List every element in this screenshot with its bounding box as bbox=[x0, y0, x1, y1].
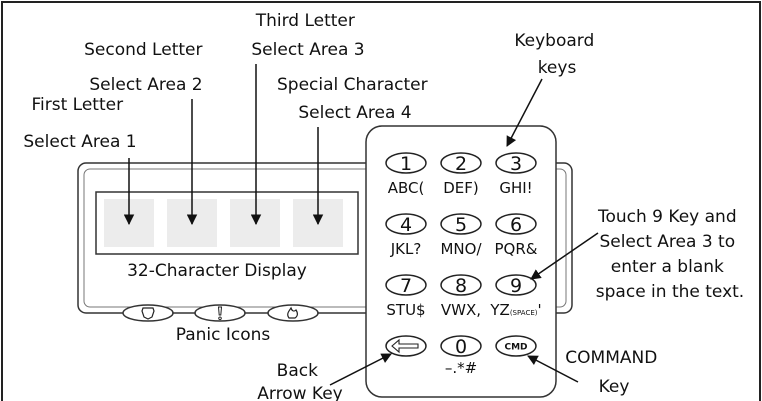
medical-exclamation-icon bbox=[217, 306, 223, 321]
callout-touch-9: Touch 9 Key and Select Area 3 to enter a… bbox=[596, 207, 744, 302]
key-cmd-label: CMD bbox=[504, 343, 527, 353]
key-2[interactable]: 2 bbox=[440, 152, 482, 175]
key-2-label: DEF) bbox=[443, 179, 479, 197]
select-area-3[interactable] bbox=[230, 199, 280, 247]
callout-second-letter-line1: Second Letter bbox=[84, 40, 202, 60]
callout-special-character-line2: Select Area 4 bbox=[298, 103, 411, 123]
key-9-digit: 9 bbox=[510, 275, 522, 297]
callout-command-key: COMMAND Key bbox=[565, 348, 662, 397]
callout-third-letter-line1: Third Letter bbox=[255, 11, 355, 31]
panic-caption: Panic Icons bbox=[176, 325, 271, 345]
key-5-label: MNO/ bbox=[440, 240, 482, 258]
key-4[interactable]: 4 bbox=[385, 213, 427, 236]
key-1-label: ABC( bbox=[388, 179, 425, 197]
display-caption: 32-Character Display bbox=[127, 261, 307, 281]
key-0-digit: 0 bbox=[455, 336, 467, 358]
arrow-keyboard-keys bbox=[506, 78, 543, 147]
police-shield-icon bbox=[141, 307, 155, 320]
key-9-label: YZ(SPACE)' bbox=[489, 301, 541, 319]
callout-third-letter-line2: Select Area 3 bbox=[251, 40, 364, 60]
key-5-digit: 5 bbox=[455, 214, 467, 236]
key-8[interactable]: 8 bbox=[440, 274, 482, 297]
callout-first-letter-line1: First Letter bbox=[32, 95, 124, 115]
back-arrow-icon bbox=[391, 338, 419, 354]
key-0[interactable]: 0 bbox=[440, 335, 482, 358]
arrow-command-key bbox=[527, 355, 579, 383]
key-9[interactable]: 9 bbox=[495, 274, 537, 297]
key-7-digit: 7 bbox=[400, 275, 412, 297]
key-2-digit: 2 bbox=[455, 153, 467, 175]
callout-touch-9-line2: Select Area 3 to bbox=[599, 232, 735, 252]
key-7-label: STU$ bbox=[386, 301, 425, 319]
callout-touch-9-line1: Touch 9 Key and bbox=[597, 207, 737, 227]
key-cmd[interactable]: CMD bbox=[495, 335, 537, 357]
key-3-digit: 3 bbox=[510, 153, 522, 175]
key-5[interactable]: 5 bbox=[440, 213, 482, 236]
key-6[interactable]: 6 bbox=[495, 213, 537, 236]
callout-second-letter-line2: Select Area 2 bbox=[89, 75, 202, 95]
callout-first-letter-line2: Select Area 1 bbox=[23, 132, 136, 152]
key-3[interactable]: 3 bbox=[495, 152, 537, 175]
key-9-label-tail: ' bbox=[537, 301, 541, 319]
panic-button-police[interactable] bbox=[122, 304, 174, 322]
callout-keyboard-keys-line2: keys bbox=[538, 58, 577, 78]
callout-command-key-line2: Key bbox=[599, 377, 630, 397]
arrow-back-arrow bbox=[329, 353, 392, 386]
fire-flame-icon bbox=[287, 306, 298, 319]
callout-first-letter: First Letter Select Area 1 bbox=[23, 95, 136, 152]
key-0-label: –.*# bbox=[445, 359, 477, 377]
callout-keyboard-keys: Keyboard keys bbox=[514, 31, 599, 78]
callout-touch-9-line3: enter a blank bbox=[611, 257, 724, 277]
key-3-label: GHI! bbox=[499, 179, 532, 197]
keypad-housing-inner bbox=[83, 168, 567, 308]
key-9-label-main: YZ bbox=[489, 301, 509, 319]
arrow-touch-9 bbox=[530, 232, 599, 280]
callout-touch-9-line4: space in the text. bbox=[596, 282, 744, 302]
callout-command-key-line1: COMMAND bbox=[565, 348, 657, 368]
callout-keyboard-keys-line1: Keyboard bbox=[514, 31, 594, 51]
callout-third-letter: Third Letter Select Area 3 bbox=[251, 11, 364, 60]
key-1[interactable]: 1 bbox=[385, 152, 427, 175]
callout-special-character: Special Character Select Area 4 bbox=[277, 75, 433, 123]
key-1-digit: 1 bbox=[400, 153, 412, 175]
panic-button-medical[interactable] bbox=[194, 304, 246, 322]
callout-special-character-line1: Special Character bbox=[277, 75, 428, 95]
callout-second-letter: Second Letter Select Area 2 bbox=[84, 40, 208, 95]
key-4-digit: 4 bbox=[400, 214, 412, 236]
key-7[interactable]: 7 bbox=[385, 274, 427, 297]
panic-button-fire[interactable] bbox=[267, 304, 319, 322]
key-6-digit: 6 bbox=[510, 214, 522, 236]
callout-back-arrow-line2: Arrow Key bbox=[257, 384, 342, 401]
key-9-label-sub: (SPACE) bbox=[510, 309, 538, 317]
key-6-label: PQR& bbox=[495, 240, 538, 258]
callout-back-arrow: Back Arrow Key bbox=[257, 361, 342, 401]
key-back-arrow[interactable] bbox=[385, 335, 427, 357]
callout-back-arrow-line1: Back bbox=[277, 361, 318, 381]
key-8-label: VWX, bbox=[441, 301, 481, 319]
key-4-label: JKL? bbox=[390, 240, 422, 258]
key-8-digit: 8 bbox=[455, 275, 467, 297]
